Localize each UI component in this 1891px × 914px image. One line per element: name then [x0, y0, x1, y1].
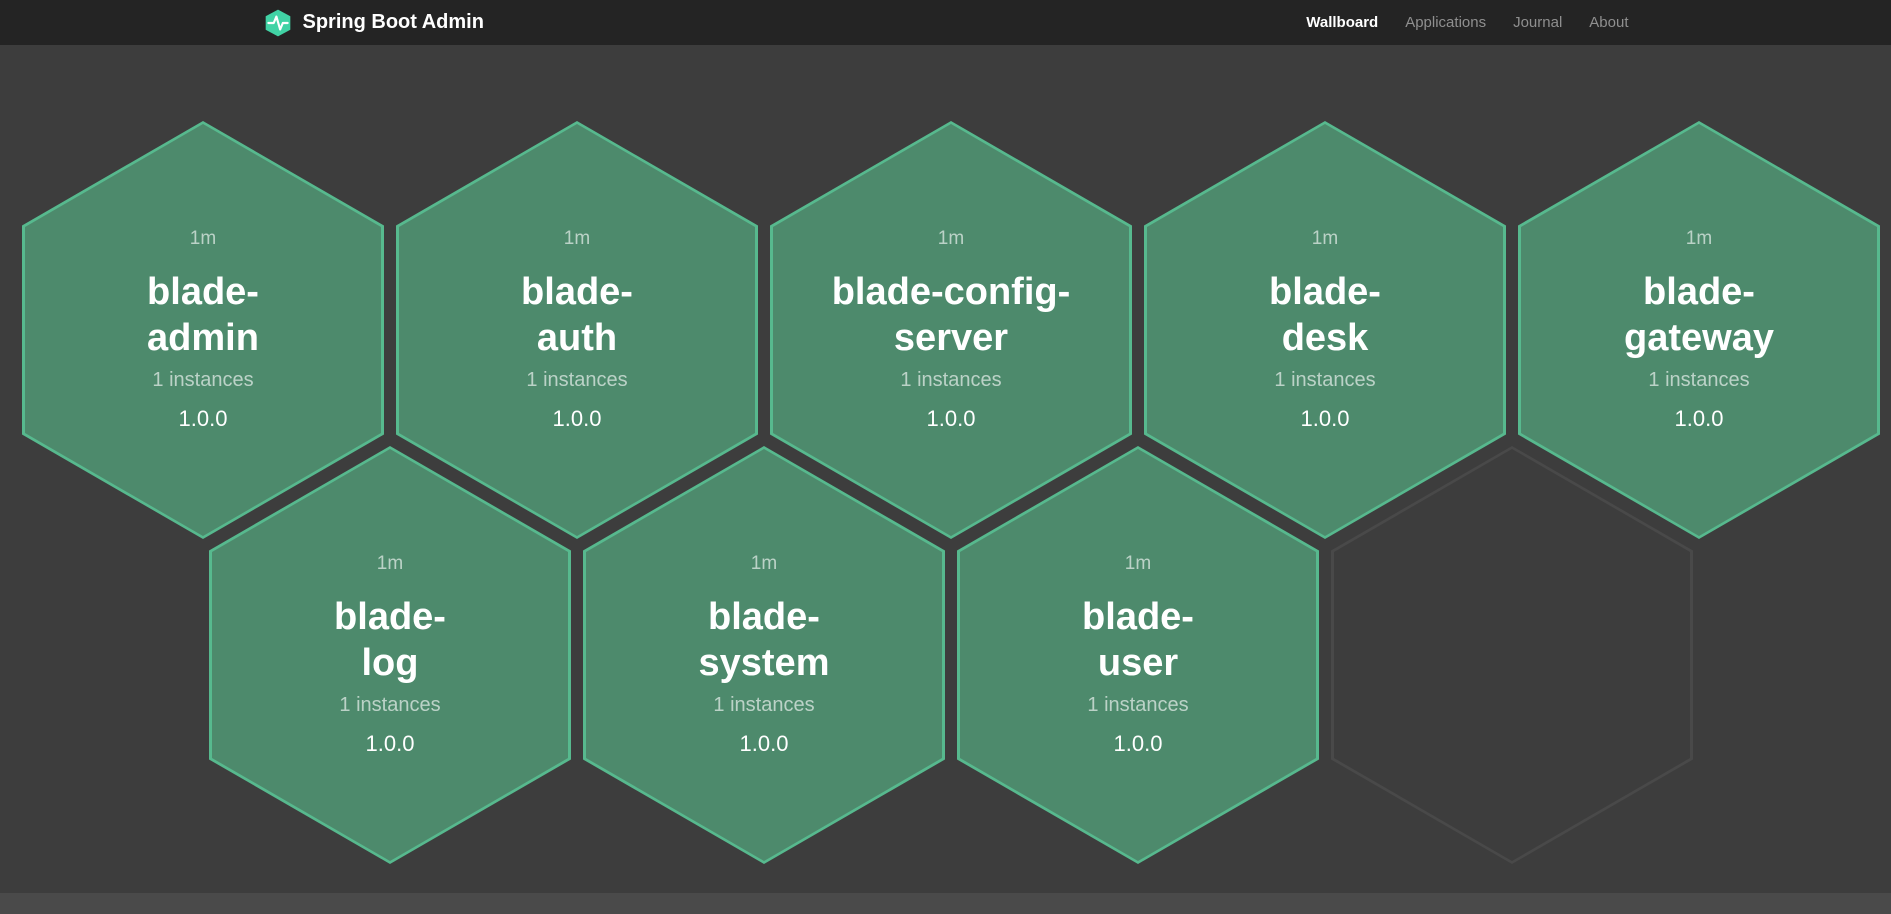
- application-version: 1.0.0: [552, 406, 602, 432]
- hex-row: 1m blade- admin 1 instances 1.0.0 1m bla…: [22, 121, 1891, 539]
- application-name: blade-config- server: [831, 270, 1071, 359]
- application-uptime: 1m: [376, 552, 404, 574]
- application-uptime: 1m: [1311, 227, 1339, 249]
- application-uptime: 1m: [563, 227, 591, 249]
- application-instances: 1 instances: [1087, 694, 1189, 717]
- application-hexagon-blade-desk[interactable]: 1m blade- desk 1 instances 1.0.0: [1144, 121, 1506, 539]
- hex-row: 1m blade- log 1 instances 1.0.0 1m blade…: [209, 446, 1891, 864]
- nav-item-applications[interactable]: Applications: [1405, 14, 1487, 31]
- brand-title: Spring Boot Admin: [302, 11, 484, 33]
- application-name: blade- gateway: [1624, 270, 1774, 359]
- empty-hexagon-placeholder: [1331, 446, 1693, 864]
- application-hexagon-body: 1m blade- user 1 instances 1.0.0: [960, 449, 1316, 861]
- application-uptime: 1m: [750, 552, 778, 574]
- application-uptime: 1m: [937, 227, 965, 249]
- application-version: 1.0.0: [1300, 406, 1350, 432]
- nav-item-about[interactable]: About: [1589, 14, 1629, 31]
- application-instances: 1 instances: [1648, 369, 1750, 392]
- application-version: 1.0.0: [1674, 406, 1724, 432]
- application-name: blade- desk: [1269, 270, 1381, 359]
- application-uptime: 1m: [189, 227, 217, 249]
- application-version: 1.0.0: [178, 406, 228, 432]
- application-version: 1.0.0: [926, 406, 976, 432]
- application-name: blade- admin: [147, 270, 259, 359]
- application-name: blade- auth: [521, 270, 633, 359]
- application-name: blade- system: [698, 595, 830, 684]
- application-instances: 1 instances: [526, 369, 628, 392]
- application-instances: 1 instances: [1274, 369, 1376, 392]
- navbar-menu: Wallboard Applications Journal About: [1306, 14, 1628, 31]
- application-hexagon-body: 1m blade- gateway 1 instances 1.0.0: [1521, 124, 1877, 536]
- application-name: blade- user: [1082, 595, 1194, 684]
- application-instances: 1 instances: [152, 369, 254, 392]
- application-instances: 1 instances: [713, 694, 815, 717]
- application-hexagon-body: 1m blade- log 1 instances 1.0.0: [212, 449, 568, 861]
- nav-item-wallboard[interactable]: Wallboard: [1306, 14, 1379, 31]
- application-hexagon-blade-system[interactable]: 1m blade- system 1 instances 1.0.0: [583, 446, 945, 864]
- application-name: blade- log: [334, 595, 446, 684]
- application-instances: 1 instances: [900, 369, 1002, 392]
- top-navbar: Spring Boot Admin Wallboard Applications J…: [0, 0, 1891, 45]
- application-uptime: 1m: [1685, 227, 1713, 249]
- navbar-container: Spring Boot Admin Wallboard Applications J…: [263, 0, 1629, 45]
- application-hexagon-blade-gateway[interactable]: 1m blade- gateway 1 instances 1.0.0: [1518, 121, 1880, 539]
- wallboard: 1m blade- admin 1 instances 1.0.0 1m bla…: [0, 45, 1891, 893]
- application-hexagon-blade-log[interactable]: 1m blade- log 1 instances 1.0.0: [209, 446, 571, 864]
- application-hexagon-body: 1m blade- desk 1 instances 1.0.0: [1147, 124, 1503, 536]
- brand-link[interactable]: Spring Boot Admin: [263, 8, 484, 38]
- application-version: 1.0.0: [739, 731, 789, 757]
- application-uptime: 1m: [1124, 552, 1152, 574]
- footer-strip: [0, 893, 1891, 914]
- application-version: 1.0.0: [1113, 731, 1163, 757]
- application-version: 1.0.0: [365, 731, 415, 757]
- application-instances: 1 instances: [339, 694, 441, 717]
- empty-hexagon-body: [1334, 449, 1690, 861]
- application-hexagon-blade-user[interactable]: 1m blade- user 1 instances 1.0.0: [957, 446, 1319, 864]
- nav-item-journal[interactable]: Journal: [1513, 14, 1563, 31]
- application-hexagon-body: 1m blade- system 1 instances 1.0.0: [586, 449, 942, 861]
- spring-boot-admin-logo-icon: [263, 8, 293, 38]
